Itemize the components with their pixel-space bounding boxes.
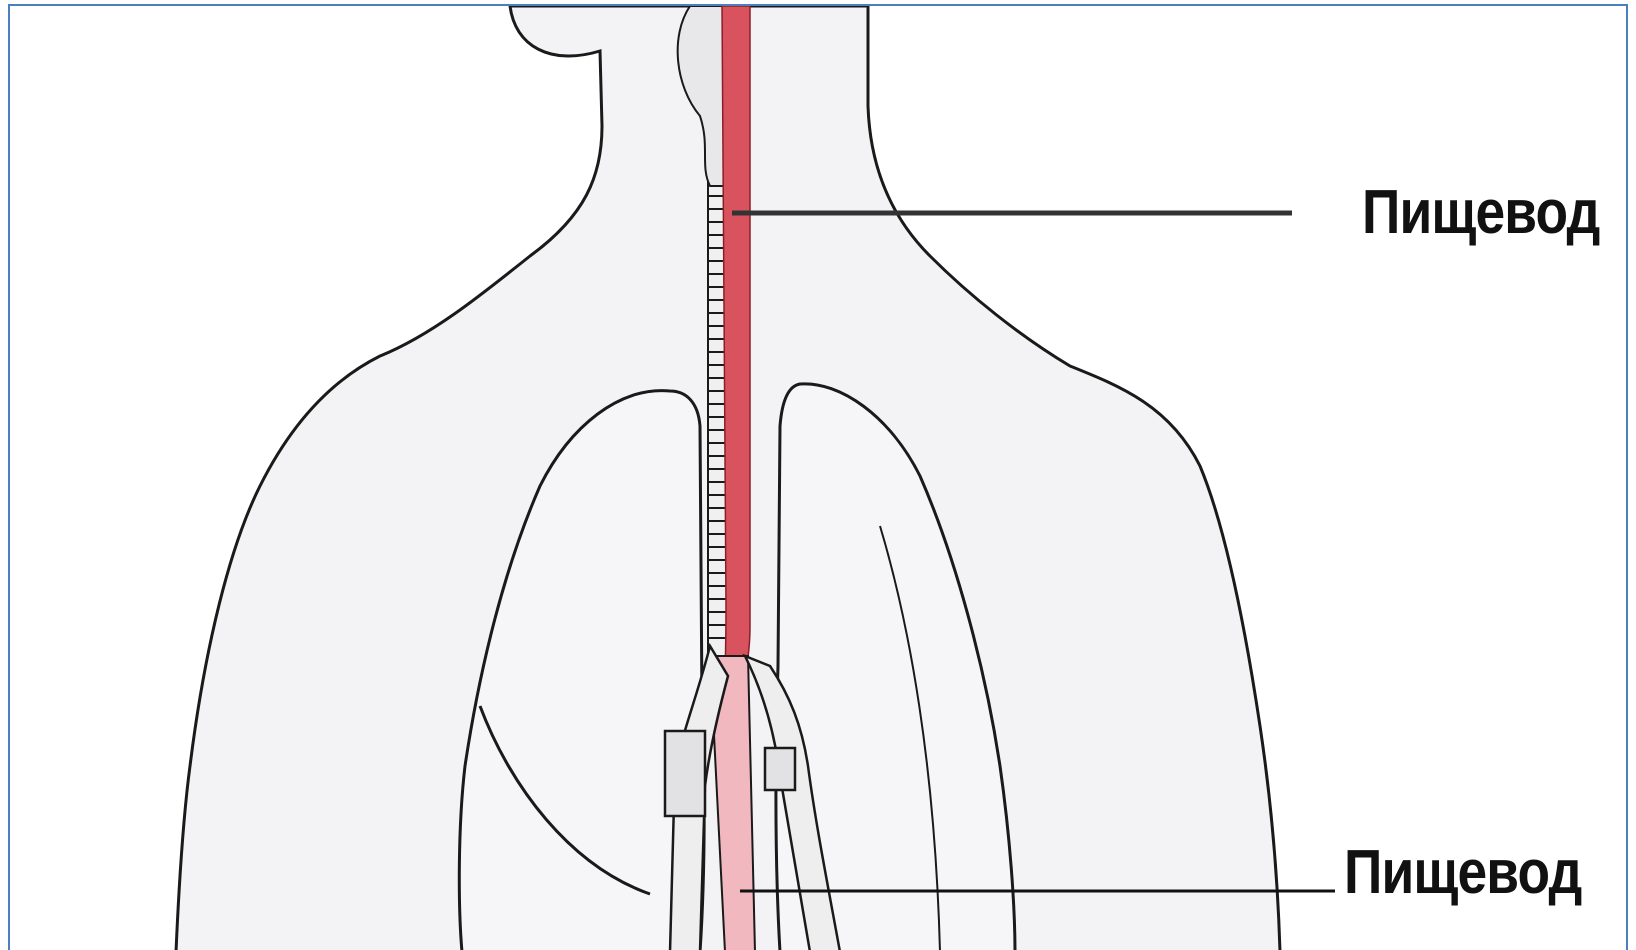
diagram-frame: Пищевод Пищевод xyxy=(8,4,1628,950)
aortic-stub-right xyxy=(765,748,795,790)
anatomy-illustration xyxy=(10,6,1628,950)
aortic-stub-left xyxy=(665,731,705,816)
label-esophagus-upper: Пищевод xyxy=(1362,182,1600,244)
esophagus-upper xyxy=(722,6,750,696)
label-esophagus-lower: Пищевод xyxy=(1344,842,1582,904)
